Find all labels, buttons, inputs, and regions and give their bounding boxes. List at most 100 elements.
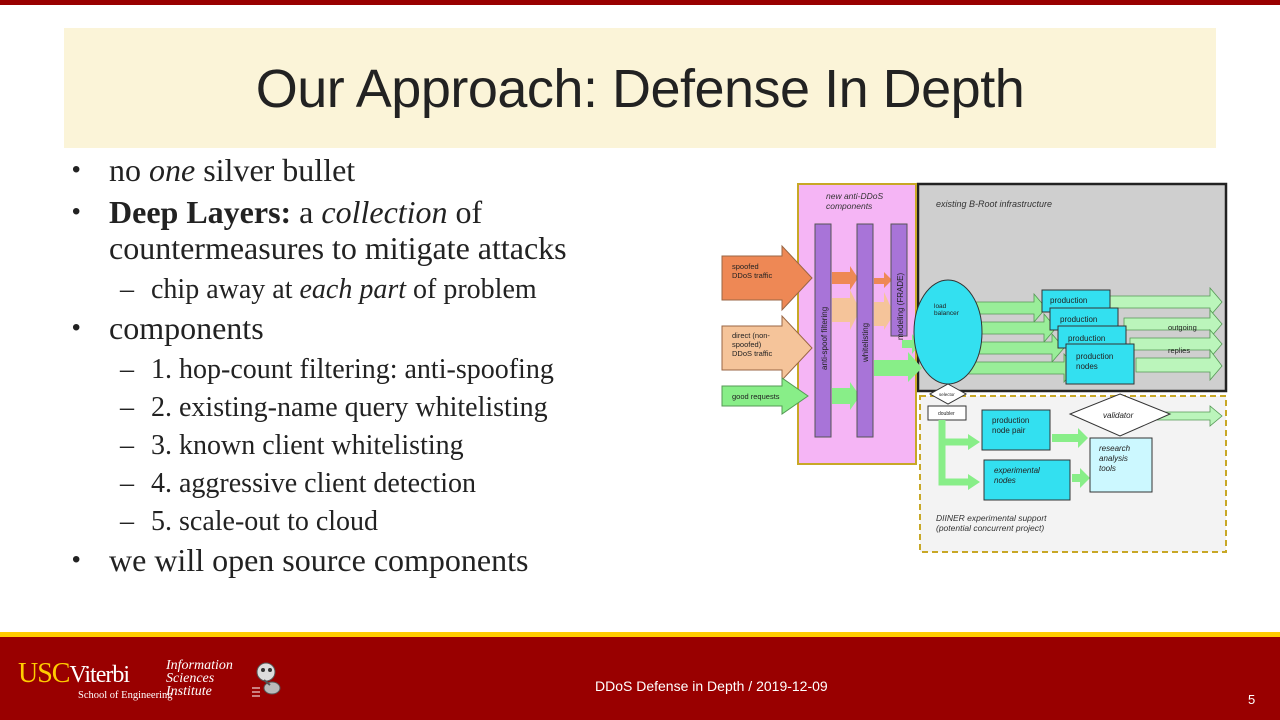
sub-bullet-item: – 3. known client whitelisting	[72, 428, 712, 464]
direct-traffic-label-2: spoofed)	[732, 340, 762, 349]
bullet-emphasis: one	[149, 152, 196, 188]
isi-line-2: Sciences	[166, 671, 215, 686]
exp-to-research-arrow	[1072, 468, 1090, 488]
selector-label: selector	[939, 392, 955, 397]
bullet-text: 1. hop-count filtering: anti-spoofing	[151, 354, 554, 385]
node-pair-sublabel: node pair	[992, 426, 1026, 435]
sub-bullet-item: – 2. existing-name query whitelisting	[72, 390, 712, 426]
production-label-1: production	[1050, 296, 1087, 305]
anti-spoof-filter-label: anti-spoof filtering	[820, 307, 829, 370]
spoofed-traffic-label: spoofed	[732, 262, 759, 271]
dash-icon: –	[120, 506, 134, 537]
bullet-text: a	[291, 194, 322, 230]
research-label-3: tools	[1099, 464, 1116, 473]
dash-icon: –	[120, 274, 134, 305]
bullet-text: 5. scale-out to cloud	[151, 506, 379, 537]
bullet-text: no	[109, 152, 149, 188]
architecture-diagram-svg: existing B-Root infrastructure DIINER ex…	[721, 182, 1228, 553]
title-band: Our Approach: Defense In Depth	[64, 28, 1216, 148]
spoofed-flow-arrow	[832, 266, 858, 290]
good-requests-label: good requests	[732, 392, 780, 401]
production-label-2: production	[1060, 315, 1097, 324]
isi-logo: Information Sciences Institute	[166, 659, 233, 699]
lb-arrow-2	[973, 312, 1057, 344]
bullet-dot-icon: •	[72, 198, 81, 225]
anti-spoof-filter-column	[814, 223, 832, 438]
bullet-item: • components	[72, 310, 712, 346]
diiner-sublabel: (potential concurrent project)	[936, 523, 1044, 533]
top-accent-bar	[0, 0, 1280, 5]
modeling-label: modeling (FRADE)	[896, 273, 905, 340]
whitelisting-column	[856, 223, 874, 438]
clean-flow-arrow	[874, 352, 922, 382]
bullet-text: silver bullet	[195, 152, 356, 188]
replies-label: replies	[1168, 346, 1190, 355]
new-components-label: new anti-DDoS	[826, 191, 883, 201]
outgoing-arrow-4	[1135, 348, 1223, 382]
bullet-text: of	[447, 194, 483, 230]
research-tools-box	[1089, 437, 1153, 493]
bullet-item: • Deep Layers: a collection of counterme…	[72, 194, 712, 266]
filtered-direct-arrow	[874, 292, 894, 330]
dash-icon: –	[120, 392, 134, 423]
bullet-emphasis: collection	[321, 194, 448, 230]
diiner-label: DIINER experimental support	[936, 513, 1047, 523]
direct-flow-arrow	[832, 290, 860, 330]
bullet-item: • no one silver bullet	[72, 152, 712, 188]
outgoing-label: outgoing	[1168, 323, 1197, 332]
bullet-text: components	[109, 310, 264, 346]
pair-to-research-arrow	[1052, 428, 1088, 448]
spoofed-traffic-sublabel: DDoS traffic	[732, 271, 773, 280]
validator-label: validator	[1103, 411, 1134, 420]
outgoing-arrow-1	[1109, 286, 1223, 318]
lb-arrow-3	[973, 332, 1065, 364]
new-components-sublabel: components	[826, 201, 873, 211]
bullet-text: chip away at	[151, 274, 300, 305]
bullet-text: of problem	[406, 274, 537, 305]
research-label-1: research	[1099, 444, 1131, 453]
production-node-pair-box	[981, 409, 1051, 451]
load-balancer-label: load	[934, 303, 947, 310]
node-pair-label: production	[992, 416, 1029, 425]
sub-bullet-item: – 1. hop-count filtering: anti-spoofing	[72, 352, 712, 388]
dash-icon: –	[120, 354, 134, 385]
experimental-nodes-box	[983, 459, 1071, 501]
outgoing-arrow-3	[1129, 328, 1223, 360]
spoofed-traffic-arrow	[721, 244, 813, 312]
bullet-text: 2. existing-name query whitelisting	[151, 392, 548, 423]
sub-bullet-item: – chip away at each part of problem	[72, 272, 712, 308]
logo-viterbi-text: Viterbi	[69, 662, 130, 688]
sub-bullet-item: – 5. scale-out to cloud	[72, 504, 712, 540]
bullet-list: • no one silver bullet • Deep Layers: a …	[72, 152, 712, 584]
logo-usc-text: USC	[18, 658, 70, 689]
footer: USCViterbi School of Engineering Informa…	[0, 632, 1280, 720]
good-flow-arrow	[832, 382, 860, 410]
direct-traffic-label-1: direct (non-	[732, 331, 770, 340]
load-balancer-sublabel: balancer	[934, 310, 960, 317]
whitelisting-label: whitelisting	[861, 323, 870, 363]
doubler-arrow-exp-head	[968, 474, 980, 490]
bullet-dot-icon: •	[72, 546, 81, 573]
bullet-emphasis: each part	[299, 274, 407, 305]
footer-gold-stripe	[0, 632, 1280, 637]
architecture-diagram: existing B-Root infrastructure DIINER ex…	[718, 180, 1230, 556]
sub-bullet-item: – 4. aggressive client detection	[72, 466, 712, 502]
doubler-box	[927, 405, 967, 421]
slide-title: Our Approach: Defense In Depth	[255, 59, 1025, 119]
production-nodes-box	[1065, 343, 1135, 385]
experimental-label: experimental	[994, 466, 1040, 475]
good-requests-arrow	[721, 377, 809, 415]
existing-infrastructure-label: existing B-Root infrastructure	[936, 199, 1052, 209]
isi-line-3: Institute	[166, 684, 212, 699]
production-nodes-label: production	[1076, 352, 1113, 361]
validator-diamond	[1068, 393, 1172, 437]
production-nodes-sublabel: nodes	[1076, 362, 1098, 371]
direct-traffic-arrow	[721, 314, 813, 382]
dash-icon: –	[120, 468, 134, 499]
modeling-column	[890, 223, 908, 337]
bullet-dot-icon: •	[72, 156, 81, 183]
usc-viterbi-logo: USCViterbi	[18, 658, 130, 690]
ant-mascot-icon	[252, 662, 281, 697]
direct-traffic-label-3: DDoS traffic	[732, 349, 773, 358]
bullet-text: we will open source components	[109, 542, 529, 578]
